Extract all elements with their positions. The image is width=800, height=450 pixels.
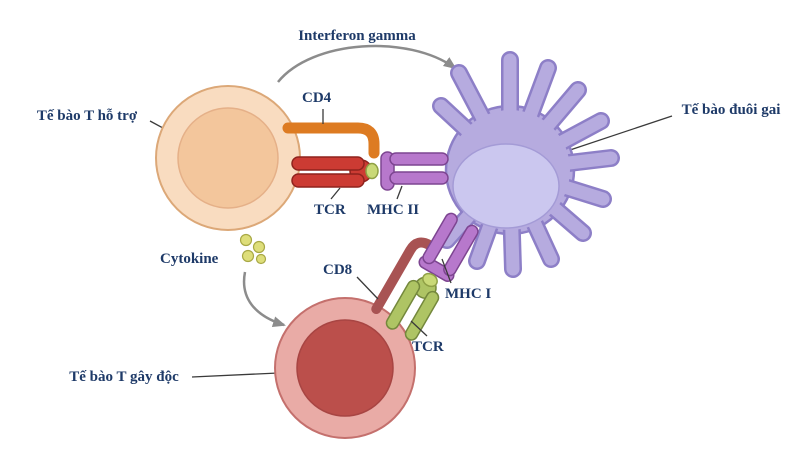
cd8-label: CD8 [323, 262, 353, 278]
cytokine-dots [239, 233, 267, 265]
tcr-top-label-line [330, 187, 341, 200]
antigen-peptide-bottom [422, 272, 438, 288]
interferon-gamma-arrow [277, 44, 457, 83]
receptor-label-lines [322, 109, 452, 337]
dendritic-cell-label: Tế bào đuôi gai [681, 102, 781, 118]
cytotoxic-t-cell-label: Tế bào T gây độc [69, 369, 179, 385]
tcr-bottom-label-line [410, 320, 428, 337]
dendritic-label-line [569, 115, 673, 151]
mhc-ii-label-line [396, 185, 403, 200]
mhc-i-label: MHC I [445, 286, 492, 302]
cytokine-label: Cytokine [160, 251, 219, 267]
cd8-label-line [356, 276, 379, 300]
tcr-bottom-label: TCR [412, 339, 444, 355]
cytotoxic-t-cell-nucleus [296, 319, 394, 417]
tcr-receptor-green [385, 276, 440, 341]
tcr-receptor-red [291, 156, 373, 188]
cytokine-arrow [242, 271, 286, 327]
dendritic-cell [432, 51, 620, 278]
tcr-top-label: TCR [314, 202, 346, 218]
mhc-ii-label: MHC II [367, 202, 420, 218]
cytotoxic-t-cell [274, 297, 416, 439]
helper-t-cell-nucleus [177, 107, 279, 209]
cd4-label: CD4 [302, 90, 332, 106]
mhc-ii-molecule [380, 151, 449, 191]
dendritic-cell-nucleus [452, 143, 560, 229]
interferon-gamma-label: Interferon gamma [298, 28, 416, 44]
bottom-receptor-complex [371, 212, 479, 341]
mhc-i-label-line [441, 258, 452, 284]
helper-t-cell [155, 85, 301, 231]
antigen-peptide-top [365, 162, 379, 180]
cd4-receptor [282, 122, 380, 159]
helper-t-cell-label: Tế bào T hỗ trợ [36, 108, 138, 124]
mhc-i-molecule [418, 212, 479, 282]
